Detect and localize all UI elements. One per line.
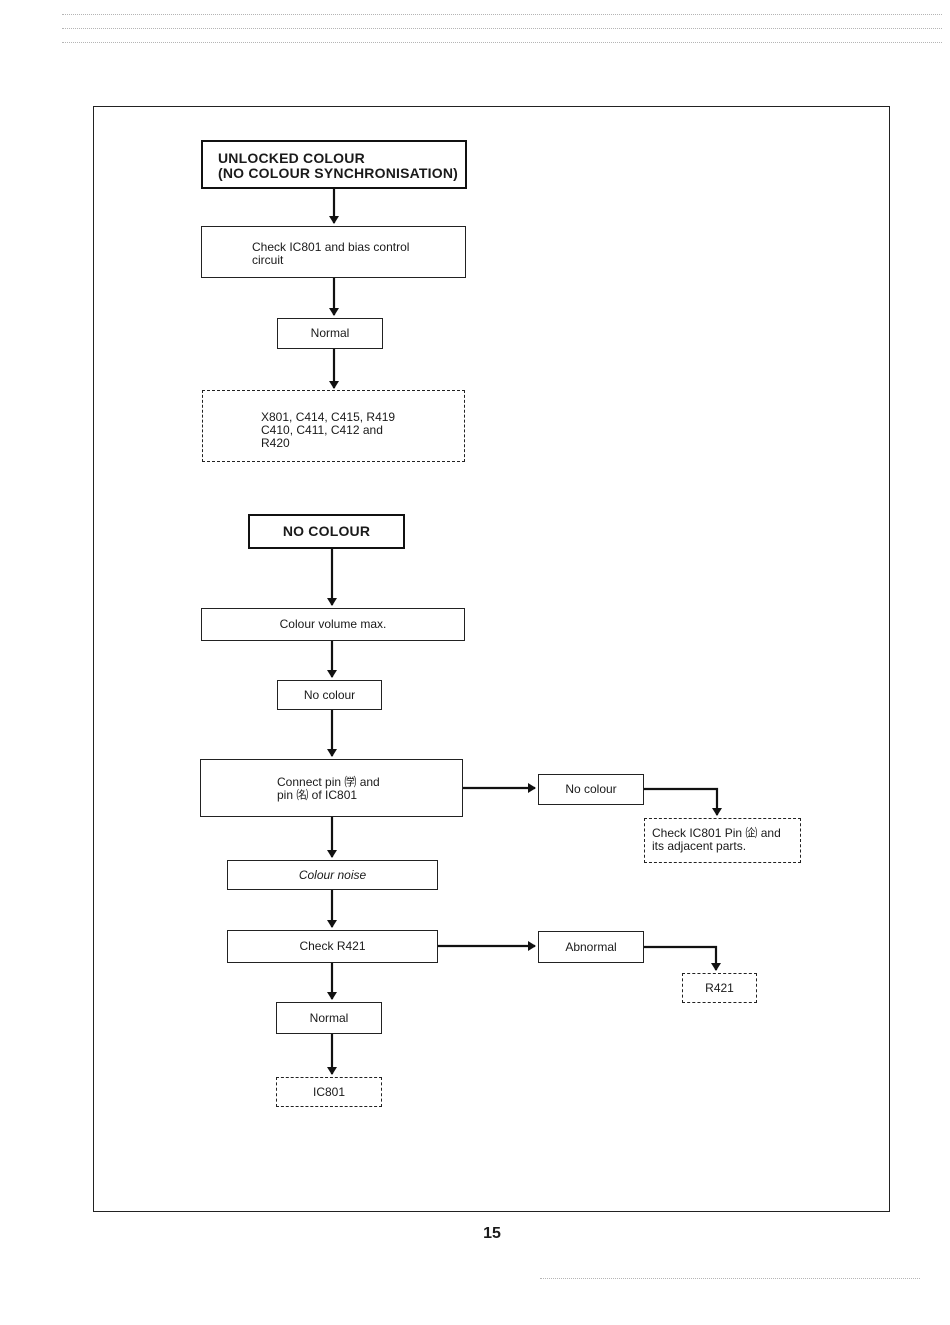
scan-artifact-top-1 [62, 14, 942, 15]
r421-text: R421 [705, 980, 734, 995]
scan-artifact-top-2 [62, 28, 942, 29]
colour-volume-text: Colour volume max. [279, 617, 387, 631]
parts-list-box: X801, C414, C415, R419 C410, C411, C412 … [202, 390, 465, 462]
normal-text-1: Normal [310, 326, 350, 340]
page-number: 15 [483, 1225, 501, 1242]
abnormal-text: Abnormal [565, 939, 617, 954]
scan-artifact-top-3 [62, 42, 942, 43]
check-ic801-bias-box: Check IC801 and bias control circuit [201, 226, 466, 278]
no-colour-title: NO COLOUR [282, 523, 371, 539]
connect-pins-box: Connect pin ㈻ and pin ㈴ of IC801 [200, 759, 463, 817]
colour-noise-text: Colour noise [298, 867, 367, 882]
check-r421-box: Check R421 [227, 930, 438, 963]
r421-box: R421 [682, 973, 757, 1003]
no-colour-text: No colour [303, 687, 356, 702]
no-colour-branch-text: No colour [565, 782, 617, 796]
colour-volume-box: Colour volume max. [201, 608, 465, 641]
unlocked-colour-title-box: UNLOCKED COLOUR (NO COLOUR SYNCHRONISATI… [201, 140, 467, 189]
check-r421-text: Check R421 [299, 939, 366, 953]
no-colour-box: No colour [277, 680, 382, 710]
normal-box-1: Normal [277, 318, 383, 349]
scan-artifact-bottom [540, 1278, 920, 1279]
no-colour-branch-box: No colour [538, 774, 644, 805]
colour-noise-box: Colour noise [227, 860, 438, 890]
check-ic801-bias-text: Check IC801 and bias control circuit [252, 240, 410, 267]
normal-text-2: Normal [309, 1010, 349, 1025]
diagram-frame [93, 106, 890, 1212]
normal-box-2: Normal [276, 1002, 382, 1034]
no-colour-title-box: NO COLOUR [248, 514, 405, 549]
ic801-box: IC801 [276, 1077, 382, 1107]
check-pin-box: Check IC801 Pin ㈽ and its adjacent parts… [644, 818, 801, 863]
abnormal-box: Abnormal [538, 931, 644, 963]
unlocked-colour-title: UNLOCKED COLOUR (NO COLOUR SYNCHRONISATI… [218, 150, 459, 181]
connect-pins-text: Connect pin ㈻ and pin ㈴ of IC801 [277, 775, 380, 802]
check-pin-text: Check IC801 Pin ㈽ and its adjacent parts… [652, 826, 781, 853]
parts-list-text: X801, C414, C415, R419 C410, C411, C412 … [261, 410, 396, 450]
ic801-text: IC801 [312, 1084, 346, 1099]
